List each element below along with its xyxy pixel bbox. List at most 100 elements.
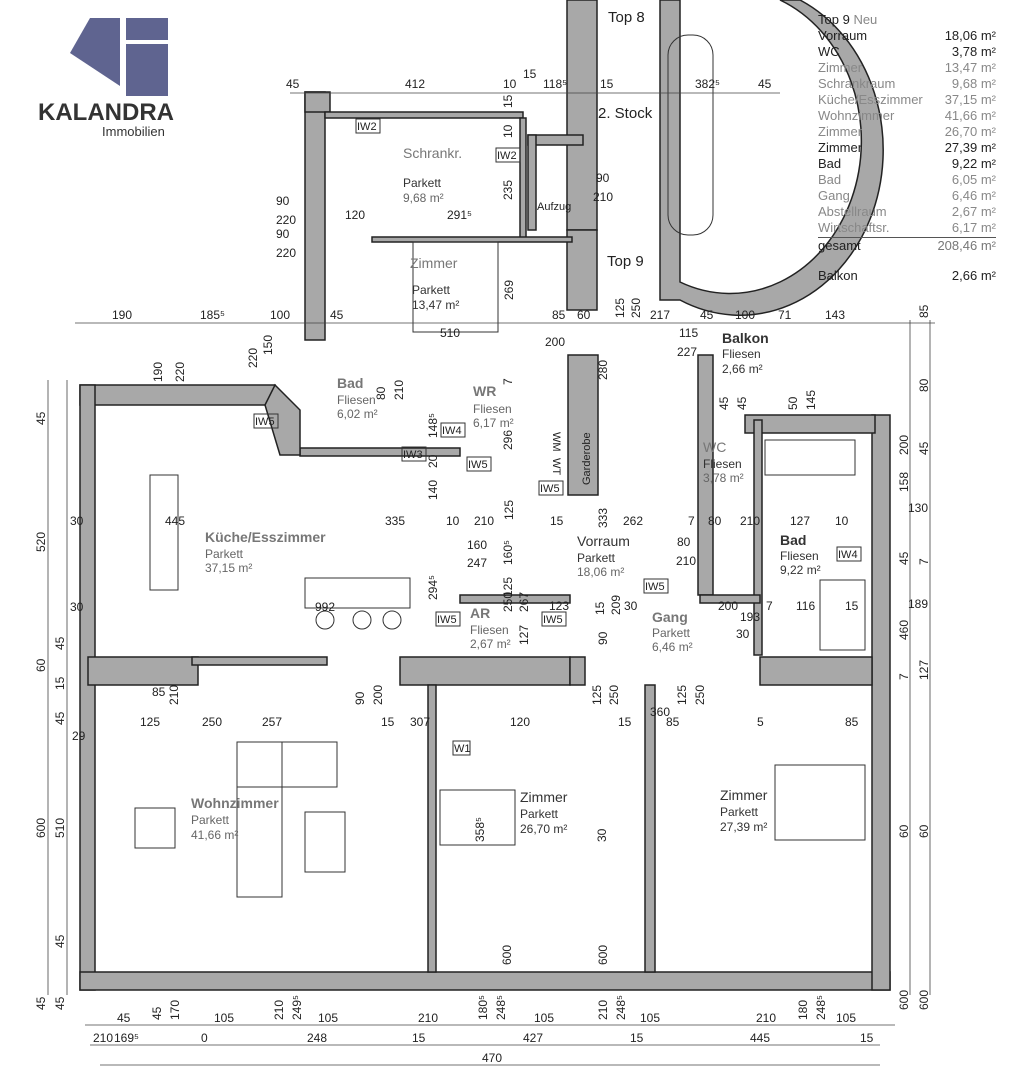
dimension-label: 600 [897,990,911,1010]
legend-label: Wirtschaftsr. [818,220,890,235]
dimension-label: 5 [757,715,764,729]
dimension-label: 125 [613,298,627,318]
svg-text:Parkett: Parkett [577,551,616,565]
dimension-label: 510 [440,326,460,340]
dimension-label: 210 [596,1000,610,1020]
dimension-label: 60 [917,824,931,838]
room-ar: AR Fliesen 2,67 m² [470,605,511,651]
dimension-label: 210 [272,1000,286,1020]
dimension-label: 0 [201,1031,208,1045]
wall-tag-box [355,118,381,134]
dimension-label: 220 [276,246,296,260]
dimension-label: 15 [412,1031,426,1045]
dimension-label: 294⁵ [426,575,440,600]
dimension-label: 10 [501,124,515,138]
dimension-label: 269 [502,280,516,300]
legend-label: Gang [818,188,850,203]
dimension-label: 7 [688,514,695,528]
dimension-label: 220 [246,348,260,368]
dimension-label: 210 [474,514,494,528]
dimension-label: 250 [501,592,515,612]
dimension-label: 45 [330,308,344,322]
svg-text:9,68 m²: 9,68 m² [403,191,444,205]
svg-text:2,67 m²: 2,67 m² [470,637,511,651]
dimension-label: 127 [917,660,931,680]
dimension-label: 90 [596,171,610,185]
dimension-label: 180 [796,1000,810,1020]
legend-label: Zimmer [818,60,863,75]
dimension-label: 45 [53,934,67,948]
dimension-label: 80 [708,514,722,528]
svg-text:18,06 m²: 18,06 m² [577,565,624,579]
dimension-label: 125 [501,577,515,597]
wall-tag: IW4 [838,549,858,561]
legend-label: Bad [818,172,842,187]
staircase [659,0,884,316]
dimension-label: 248⁵ [614,995,628,1020]
svg-text:Fliesen: Fliesen [473,402,512,416]
dimension-label: 600 [34,818,48,838]
dimension-label: 15 [53,676,67,690]
dimension-label: 280 [596,360,610,380]
elevator-label: Aufzug [537,201,571,213]
dimension-label: 30 [624,599,638,613]
dimension-label: 105 [214,1011,234,1025]
dimension-label: 412 [405,77,425,91]
svg-text:Fliesen: Fliesen [470,623,509,637]
dimension-label: 1 665 [0,0,30,3]
svg-text:2,66 m²: 2,66 m² [722,362,763,376]
legend-label: Küche/Esszimmer [818,92,923,107]
dimension-label: 992 [315,600,335,614]
dimension-label: 445 [750,1031,770,1045]
dimension-label: 307 [410,715,430,729]
dimension-label: 30 [0,0,14,3]
svg-text:41,66 m²: 41,66 m² [191,828,238,842]
legend-row: Bad 6,05 m² [818,172,996,188]
dimension-label: 360 [650,705,670,719]
legend-value: 6,05 m² [951,172,996,187]
dimension-label: 150 [261,335,275,355]
wall-tag: IW5 [437,614,457,626]
dimension-label: 189 [908,597,928,611]
legend-value: 13,47 m² [944,60,996,75]
dimension-label: 169⁵ [114,1031,139,1045]
svg-text:6,17 m²: 6,17 m² [473,416,514,430]
dimension-label: 15 [550,514,564,528]
dimension-label: 45 [117,1011,131,1025]
dimension-label: 20 [426,454,440,468]
dimension-label: 15 [630,1031,644,1045]
dimension-label: 45 [150,1006,164,1020]
dimension-label: 267 [517,592,531,612]
dimension-label: 160⁵ [501,540,515,565]
dimension-label: 250 [202,715,222,729]
dimension-label: 248⁵ [494,995,508,1020]
dimension-label: 257 [262,715,282,729]
dimension-label: 520 [34,532,48,552]
wall-tag-box [466,456,492,472]
dimension-label: 100 [735,308,755,322]
dimension-label: 45 [53,636,67,650]
dimension-label: 600 [917,990,931,1010]
legend-row: Wirtschaftsr.6,17 m² [818,220,996,236]
dimension-label: 15 [600,77,614,91]
dimension-label: 200 [897,435,911,455]
dimension-label: 60 [897,824,911,838]
top9-label: Top 9 [607,253,644,270]
dimension-label: 209 [609,595,623,615]
dimension-label: 200 [371,685,385,705]
legend-label: Bad [818,156,842,171]
svg-text:Gang: Gang [652,609,688,625]
wall-tag-box [538,480,564,496]
dimension-label: 45 [758,77,772,91]
wall-tag-box [541,611,567,627]
room-vorraum: Vorraum Parkett 18,06 m² [577,533,630,579]
